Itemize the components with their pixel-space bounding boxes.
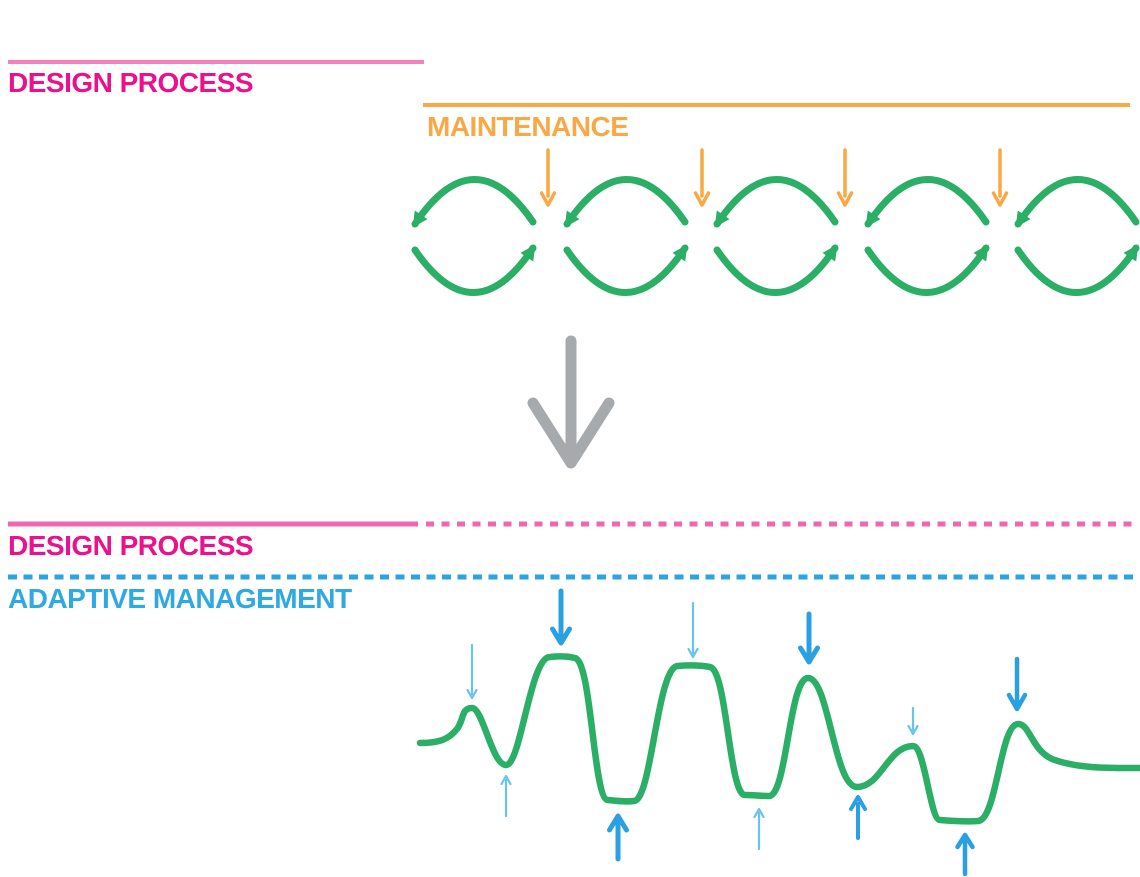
maintenance-arrows: [539, 148, 1009, 207]
adjustment-down-arrow-icon: [466, 643, 478, 700]
design-process-title-top: DESIGN PROCESS: [8, 67, 254, 98]
adjustment-down-arrow-icon: [907, 706, 919, 736]
maintenance-cycles: [411, 176, 1140, 296]
cycle-bottom-arc: [864, 244, 990, 296]
cycle-bottom-arc: [563, 244, 689, 296]
cycle-top-arc: [713, 176, 839, 228]
adjustment-down-arrow-icon: [687, 601, 699, 659]
adjustment-arrows-strong: [550, 588, 1028, 877]
cycle-top-arc: [1014, 176, 1140, 228]
maintenance-down-arrow-icon: [539, 148, 557, 207]
maintenance-down-arrow-icon: [991, 148, 1009, 207]
adaptive-management-title: ADAPTIVE MANAGEMENT: [8, 583, 352, 614]
adjustment-down-arrow-icon: [798, 611, 820, 665]
adjustment-up-arrow-icon: [500, 774, 512, 818]
cycle-bottom-arc: [713, 244, 839, 296]
transition-arrow-head: [527, 397, 615, 469]
adjustment-up-arrow-icon: [849, 795, 867, 840]
cycle-bottom-arc: [411, 244, 537, 296]
cycle-top-arc: [411, 176, 537, 228]
adjustment-up-arrow-icon: [753, 807, 765, 851]
maintenance-down-arrow-icon: [836, 148, 854, 207]
adaptive-wave: [416, 653, 1140, 825]
adjustment-up-arrow-icon: [607, 813, 629, 862]
adjustment-arrows-light: [466, 601, 919, 851]
maintenance-title: MAINTENANCE: [427, 111, 629, 142]
design-process-title-bottom: DESIGN PROCESS: [8, 530, 254, 561]
adjustment-up-arrow-icon: [955, 832, 975, 877]
cycle-top-arc: [563, 176, 689, 228]
cycle-top-arc: [864, 176, 990, 228]
adjustment-down-arrow-icon: [550, 588, 572, 646]
maintenance-down-arrow-icon: [693, 148, 711, 207]
cycle-bottom-arc: [1014, 244, 1140, 296]
adjustment-down-arrow-icon: [1006, 656, 1028, 712]
down-arrow-icon: [527, 335, 615, 469]
